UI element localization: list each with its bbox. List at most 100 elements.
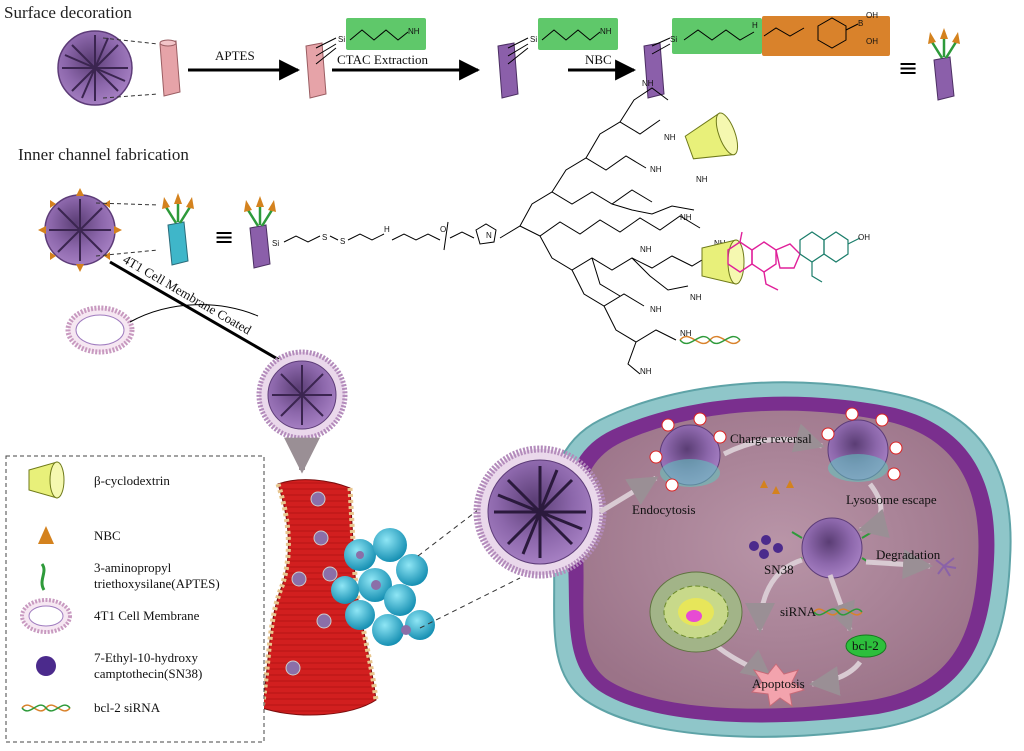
step-label-aptes: APTES	[215, 48, 255, 63]
svg-text:OH: OH	[866, 37, 878, 46]
membrane-vesicle-icon	[65, 305, 135, 355]
decorated-nanoparticle-icon	[38, 188, 122, 272]
nucleus	[649, 571, 743, 653]
svg-text:NH: NH	[640, 367, 652, 376]
linker-chain: Si S S H O N	[272, 221, 497, 251]
label-degradation: Degradation	[876, 547, 941, 562]
zoom-line	[95, 249, 159, 257]
svg-text:B: B	[858, 19, 863, 28]
zoom-line	[102, 93, 159, 99]
legend-cd-label: β-cyclodextrin	[94, 473, 170, 488]
cyclodextrin-icon	[701, 239, 745, 285]
pore-channel-icon	[305, 42, 327, 99]
step-label-ctac: CTAC Extraction	[337, 52, 429, 67]
label-sirna: siRNA	[780, 604, 817, 619]
coated-nanoparticle-icon	[473, 445, 607, 579]
svg-text:Si: Si	[670, 35, 677, 44]
svg-text:Si: Si	[338, 35, 345, 44]
sn38-oh-label: OH	[858, 233, 870, 242]
aptes-icon	[40, 563, 46, 591]
sn38-tail	[799, 231, 861, 283]
svg-text:O: O	[440, 225, 446, 234]
svg-text:NH: NH	[650, 165, 662, 174]
nbc-conjugate: Si H B OH OH	[651, 11, 890, 56]
nanoparticle-icon	[57, 30, 133, 106]
zoom-line	[417, 509, 479, 557]
svg-text:NH: NH	[650, 305, 662, 314]
label-apoptosis: Apoptosis	[752, 676, 805, 691]
equiv-symbol: ≡	[214, 223, 234, 251]
svg-text:H: H	[752, 21, 758, 30]
label-lysosome-escape: Lysosome escape	[846, 492, 937, 507]
label-sn38: SN38	[764, 562, 794, 577]
bcl2-badge: bcl-2	[845, 634, 887, 658]
svg-text:NH: NH	[680, 329, 692, 338]
section-title-surface: Surface decoration	[4, 3, 132, 22]
decorated-pore-icon	[162, 193, 194, 266]
dendrimer-labels: NH NH NH NH NH NH NH NH NH NH NH	[640, 79, 726, 376]
svg-text:S: S	[340, 237, 345, 246]
legend-nbc-label: NBC	[94, 528, 121, 543]
cyclodextrin-icon	[28, 461, 65, 499]
zoom-line	[102, 37, 159, 45]
sn38-molecules	[749, 535, 783, 559]
svg-text:H: H	[384, 225, 390, 234]
legend-aptes-label-2: triethoxysilane(APTES)	[94, 576, 220, 591]
apoptosis-badge: Apoptosis	[750, 663, 806, 708]
pore-channel-icon	[643, 42, 665, 99]
sn38-structure	[727, 231, 801, 291]
svg-text:Si: Si	[530, 35, 537, 44]
section-title-inner: Inner channel fabrication	[18, 145, 189, 164]
label-endocytosis: Endocytosis	[632, 502, 696, 517]
sn38-icon	[36, 656, 56, 676]
sirna-icon	[679, 335, 741, 345]
svg-text:N: N	[486, 231, 492, 240]
label-bcl2: bcl-2	[852, 638, 879, 653]
legend: β-cyclodextrin NBC 3-aminopropyl trietho…	[5, 455, 265, 743]
membrane-vesicle-icon	[20, 598, 72, 634]
legend-sn38-label-2: camptothecin(SN38)	[94, 666, 202, 681]
internalized-particle	[649, 412, 727, 492]
svg-text:NH: NH	[690, 293, 702, 302]
zoom-line	[95, 202, 159, 206]
step-label-nbc: NBC	[585, 52, 612, 67]
label-charge-reversal: Charge reversal	[730, 431, 812, 446]
svg-text:OH: OH	[866, 11, 878, 20]
pore-channel-icon	[497, 42, 519, 99]
decorated-pore-icon	[244, 196, 276, 269]
svg-text:NH: NH	[408, 27, 420, 36]
sirna-released	[813, 608, 863, 616]
released-nbc	[760, 480, 794, 494]
degraded-fragments	[935, 557, 957, 577]
svg-text:NH: NH	[680, 213, 692, 222]
svg-text:NH: NH	[642, 79, 654, 88]
legend-sn38-label-1: 7-Ethyl-10-hydroxy	[94, 650, 198, 665]
decorated-pore-icon	[928, 28, 960, 101]
legend-membrane-label: 4T1 Cell Membrane	[94, 608, 200, 623]
connector-line	[129, 304, 259, 323]
legend-sirna-label: bcl-2 siRNA	[94, 700, 161, 715]
nbc-icon	[38, 526, 54, 544]
blood-vessel	[259, 479, 379, 716]
sirna-icon	[21, 704, 71, 712]
aptes-chain: Si NH	[507, 18, 618, 65]
pore-channel-icon	[159, 39, 181, 97]
cyclodextrin-icon	[684, 112, 739, 160]
coated-nanoparticle-icon	[256, 349, 348, 441]
step-label-membrane: 4T1 Cell Membrane Coated	[121, 252, 255, 338]
svg-text:NH: NH	[664, 133, 676, 142]
arrow-icon	[109, 260, 302, 374]
svg-text:NH: NH	[696, 175, 708, 184]
zoom-line	[419, 577, 521, 629]
svg-text:NH: NH	[640, 245, 652, 254]
svg-text:NH: NH	[600, 27, 612, 36]
tumor-cluster	[331, 528, 435, 646]
svg-text:S: S	[322, 233, 327, 242]
dendrimer-structure	[499, 87, 713, 375]
equiv-symbol: ≡	[898, 54, 918, 82]
internalized-particle	[821, 407, 903, 482]
svg-text:Si: Si	[272, 239, 279, 248]
aptes-chain: Si NH	[315, 18, 426, 65]
legend-aptes-label-1: 3-aminopropyl	[94, 560, 172, 575]
